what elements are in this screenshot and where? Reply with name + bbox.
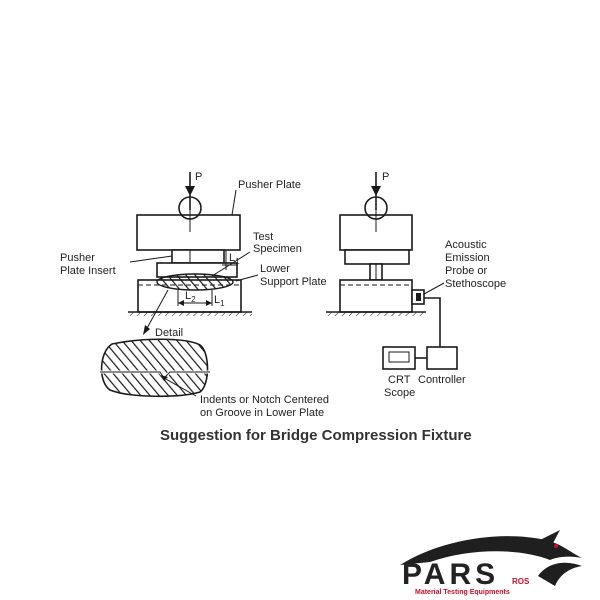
acoustic-label-2: Emission [445, 252, 490, 264]
test-specimen [156, 273, 234, 291]
ground-hatch-left [128, 312, 252, 316]
probe-cable [424, 297, 441, 348]
right-fixture: P Acoustic Emission Probe or Stethoscope… [326, 171, 506, 399]
test-specimen-label-1: Test [253, 231, 273, 243]
indents-note-2: on Groove in Lower Plate [200, 407, 324, 419]
logo-name: PARS [402, 558, 499, 591]
acoustic-label-4: Stethoscope [445, 278, 506, 290]
crt-scope [382, 346, 416, 370]
acoustic-label-1: Acoustic [445, 239, 487, 251]
detail-section [100, 338, 209, 398]
lower-support-plate-label-2: Support Plate [260, 276, 327, 288]
controller [426, 346, 458, 370]
test-specimen-label-2: Specimen [253, 243, 302, 255]
detail-label: Detail [155, 327, 183, 339]
acoustic-label-3: Probe or [445, 265, 488, 277]
logo-panther-ear [540, 530, 560, 545]
dim-l1-top: L1 [229, 252, 240, 266]
logo-tagline: Material Testing Equipments [415, 589, 510, 596]
load-arrowhead-left [185, 186, 195, 196]
logo-panther-eye [554, 544, 558, 548]
pusher-plate-label: Pusher Plate [238, 179, 301, 191]
dim-l1-bottom: L1 [214, 294, 225, 308]
logo-swoosh [400, 536, 582, 565]
pars-logo: PARS ROS Material Testing Equipments [400, 530, 582, 596]
crt-scope-label-1: CRT [388, 374, 411, 386]
dim-l2: L2 [185, 290, 196, 304]
logo-tail-icon [538, 562, 582, 586]
load-label-right: P [382, 171, 389, 183]
pusher-plate-insert [171, 249, 225, 264]
controller-label: Controller [418, 374, 466, 386]
logo-suffix: ROS [512, 577, 530, 586]
indents-note-1: Indents or Notch Centered [200, 394, 329, 406]
pusher-plate-insert-label-2: Plate Insert [60, 265, 116, 277]
pusher-plate [136, 214, 241, 251]
left-fixture: P L1 L2 L1 [60, 171, 329, 419]
load-label-left: P [195, 171, 202, 183]
insert-right [344, 249, 410, 265]
crt-scope-label-2: Scope [384, 387, 415, 399]
figure-caption: Suggestion for Bridge Compression Fixtur… [160, 427, 472, 444]
lower-support-plate-label-1: Lower [260, 263, 290, 275]
pusher-plate-insert-label-1: Pusher [60, 252, 95, 264]
